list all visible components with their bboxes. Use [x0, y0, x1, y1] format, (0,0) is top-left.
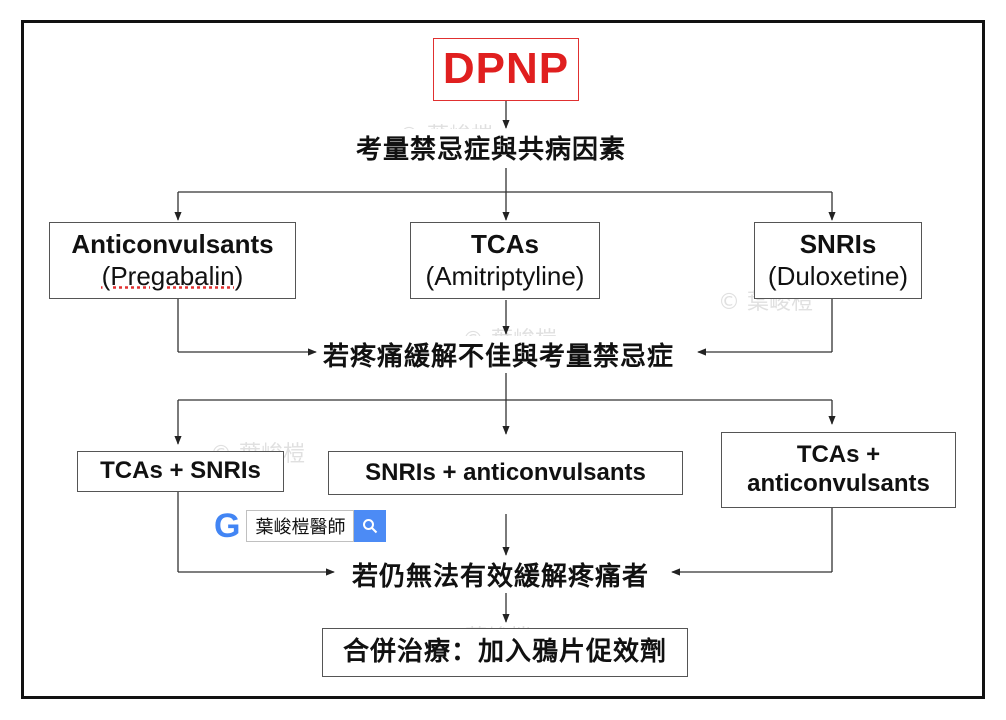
final-combination-box: 合併治療：加入鴉片促效劑: [322, 628, 688, 677]
dpnp-title: DPNP: [442, 44, 570, 94]
search-query-field: 葉峻榿醫師: [246, 510, 355, 542]
final-combination-label: 合併治療：加入鴉片促效劑: [342, 636, 667, 667]
combo-tcas-anticonvulsants: TCAs + anticonvulsants: [721, 432, 956, 508]
google-logo: G: [214, 507, 241, 545]
first-line-snris: SNRIs (Duloxetine): [754, 222, 922, 299]
combo-label: SNRIs + anticonvulsants: [365, 458, 646, 486]
step-still-no-relief: 若仍無法有效緩解疼痛者: [352, 556, 650, 593]
first-line-tcas: TCAs (Amitriptyline): [410, 222, 600, 299]
first-line-anticonvulsants: Anticonvulsants (Pregabalin): [49, 222, 296, 299]
drug-example: (Duloxetine): [767, 260, 909, 291]
drug-class-name: Anticonvulsants: [71, 229, 274, 260]
search-query: 葉峻榿醫師: [255, 517, 346, 538]
combo-tcas-snris: TCAs + SNRIs: [77, 451, 284, 492]
search-icon: [354, 510, 387, 542]
combo-label-line1: TCAs +: [796, 441, 881, 469]
combo-label: TCAs + SNRIs: [100, 457, 261, 485]
google-search-badge: G 葉峻榿醫師: [214, 507, 387, 545]
drug-class-name: SNRIs: [799, 229, 877, 260]
step-poor-relief: 若疼痛緩解不佳與考量禁忌症: [323, 336, 675, 373]
drug-class-name: TCAs: [471, 229, 539, 260]
combo-label-line2: anticonvulsants: [747, 470, 930, 497]
drug-example: (Amitriptyline): [425, 260, 585, 291]
step-consider-contraindications: 考量禁忌症與共病因素: [356, 129, 627, 166]
dpnp-title-box: DPNP: [433, 38, 579, 101]
drug-example: (Pregabalin): [101, 260, 244, 291]
combo-snris-anticonvulsants: SNRIs + anticonvulsants: [328, 451, 683, 495]
